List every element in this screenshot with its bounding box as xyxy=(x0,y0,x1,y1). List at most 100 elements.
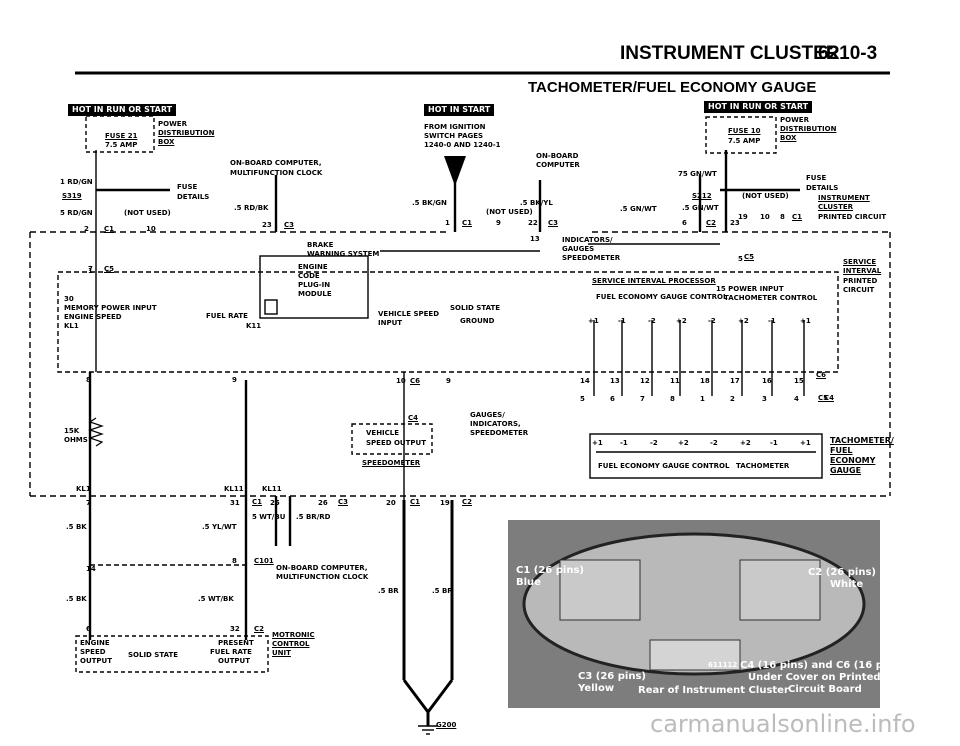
wire-rdbk: .5 RD/BK xyxy=(234,204,269,212)
connector-c3-b: C3 xyxy=(548,219,559,227)
connector-c1-e: C1 xyxy=(410,498,421,506)
wire-bkyl: .5 BK/YL xyxy=(520,199,553,207)
sign: +1 xyxy=(592,439,603,447)
pin: 8 xyxy=(780,213,785,221)
connector-c101: C101 xyxy=(254,557,274,565)
gauges-indicators-1: GAUGES/ xyxy=(470,411,505,419)
fuse-details-left-2: DETAILS xyxy=(177,193,210,201)
pin: 8 xyxy=(670,395,675,403)
sign: +2 xyxy=(676,317,687,325)
tach-fuel-link-3[interactable]: ECONOMY xyxy=(830,456,876,465)
sign: -1 xyxy=(618,317,626,325)
motronic-3[interactable]: UNIT xyxy=(272,649,291,657)
sign: +1 xyxy=(800,439,811,447)
pin: 7 xyxy=(640,395,645,403)
pin: 5 xyxy=(580,395,585,403)
resistor-15k: 15K xyxy=(64,427,80,435)
fuse-details-right-2: DETAILS xyxy=(806,184,839,192)
onboard-mfc-1: ON-BOARD COMPUTER, xyxy=(230,159,322,167)
pin: 9 xyxy=(496,219,501,227)
pin: 13 xyxy=(610,377,620,385)
gauges-indicators-3: SPEEDOMETER xyxy=(470,429,529,437)
sign: -2 xyxy=(650,439,658,447)
speedometer: SPEEDOMETER xyxy=(362,459,421,467)
right-box-3: BOX xyxy=(780,134,797,142)
wire-wtbu: 5 WT/BU xyxy=(252,513,286,521)
pin: 14 xyxy=(580,377,590,385)
service-processor: SERVICE INTERVAL PROCESSOR xyxy=(592,277,716,285)
pin: 4 xyxy=(794,395,799,403)
pin: 12 xyxy=(640,377,650,385)
vehicle-speed-1: VEHICLE SPEED xyxy=(378,310,440,318)
sign: +1 xyxy=(588,317,599,325)
connector-c2-c: C2 xyxy=(254,625,265,633)
connector-c5-a: C5 xyxy=(104,265,115,273)
photo-c3: C3 (26 pins) xyxy=(578,671,646,682)
pin: KL11 xyxy=(224,485,244,493)
service-interval-link-2[interactable]: INTERVAL xyxy=(843,267,882,275)
fuel-eco-ctrl-1: FUEL ECONOMY GAUGE CONTROL xyxy=(596,293,728,301)
tach-fuel-link-1[interactable]: TACHOMETER/ xyxy=(830,436,894,445)
pin: 9 xyxy=(446,377,451,385)
memory-4: KL1 xyxy=(64,322,79,330)
pin: 22 xyxy=(528,219,538,227)
memory-3: ENGINE SPEED xyxy=(64,313,122,321)
indicators-2: GAUGES xyxy=(562,245,595,253)
instrument-cluster-link-2[interactable]: CLUSTER xyxy=(818,203,854,211)
pin: 9 xyxy=(232,376,237,384)
bottom-fuel-rate: FUEL RATE xyxy=(210,648,252,656)
pin: 6 xyxy=(86,625,91,633)
pin: 23 xyxy=(262,221,272,229)
pin: 19 xyxy=(440,499,450,507)
wire-bkgn: .5 BK/GN xyxy=(412,199,447,207)
power-input: 15 POWER INPUT xyxy=(716,285,784,293)
pin: 1 xyxy=(445,219,450,227)
connector-c3-a: C3 xyxy=(284,221,295,229)
service-interval-link-1[interactable]: SERVICE xyxy=(843,258,877,266)
instrument-cluster-link-1[interactable]: INSTRUMENT xyxy=(818,194,870,202)
wire-not-used-1: (NOT USED) xyxy=(124,209,171,217)
pin: 20 xyxy=(386,499,396,507)
tach-fuel-link-2[interactable]: FUEL xyxy=(830,446,853,455)
connector-c1-c: C1 xyxy=(792,213,803,221)
right-fuse-label: FUSE 10 xyxy=(728,127,761,135)
pin: 31 xyxy=(230,499,240,507)
photo-cover-1: Under Cover on Printed xyxy=(748,672,881,683)
pin: 1 xyxy=(700,395,705,403)
right-box-1: POWER xyxy=(780,116,809,124)
connector-c3-c: C3 xyxy=(338,498,349,506)
bottom-engine: ENGINE xyxy=(80,639,110,647)
pin: 8 xyxy=(86,376,91,384)
motronic-2[interactable]: CONTROL xyxy=(272,640,310,648)
photo-c3-color: Yellow xyxy=(578,683,615,694)
connector-c5-b: C5 xyxy=(744,253,755,261)
pin: KL11 xyxy=(262,485,282,493)
pin: 10 xyxy=(146,225,156,233)
section-title: TACHOMETER/FUEL ECONOMY GAUGE xyxy=(528,79,817,96)
pin: 15 xyxy=(794,377,804,385)
onboard-mfc-2-2: MULTIFUNCTION CLOCK xyxy=(276,573,369,581)
pin: 6 xyxy=(610,395,615,403)
vehicle-speed-2: INPUT xyxy=(378,319,403,327)
pin: 14 xyxy=(86,565,96,573)
motronic-1[interactable]: MOTRONIC xyxy=(272,631,315,639)
service-interval-link-4: CIRCUIT xyxy=(843,286,875,294)
brake-warning-1: BRAKE xyxy=(307,241,334,249)
right-box-2: DISTRIBUTION xyxy=(780,125,837,133)
wire-gnwt-5b: .5 GN/WT xyxy=(682,204,719,212)
page-number: 6210-3 xyxy=(818,43,878,64)
pin: 18 xyxy=(700,377,710,385)
connector-c4-b: C4 xyxy=(824,394,835,402)
wire-wtbk: .5 WT/BK xyxy=(198,595,234,603)
wire-gnwt-5a: .5 GN/WT xyxy=(620,205,657,213)
brake-warning-2: WARNING SYSTEM xyxy=(307,250,380,258)
from-ignition-1: FROM IGNITION xyxy=(424,123,486,131)
ecm-2: CODE xyxy=(298,272,320,280)
wire-ylwt: .5 YL/WT xyxy=(202,523,237,531)
ecm-3: PLUG-IN xyxy=(298,281,331,289)
pin: 23 xyxy=(730,219,740,227)
photo-c4c6: C4 (16 pins) and C6 (16 pins) xyxy=(740,660,904,671)
tach-fuel-link-4[interactable]: GAUGE xyxy=(830,466,862,475)
left-fuse-label: FUSE 21 xyxy=(105,132,138,140)
connector-c5-c: C5 xyxy=(818,394,829,402)
